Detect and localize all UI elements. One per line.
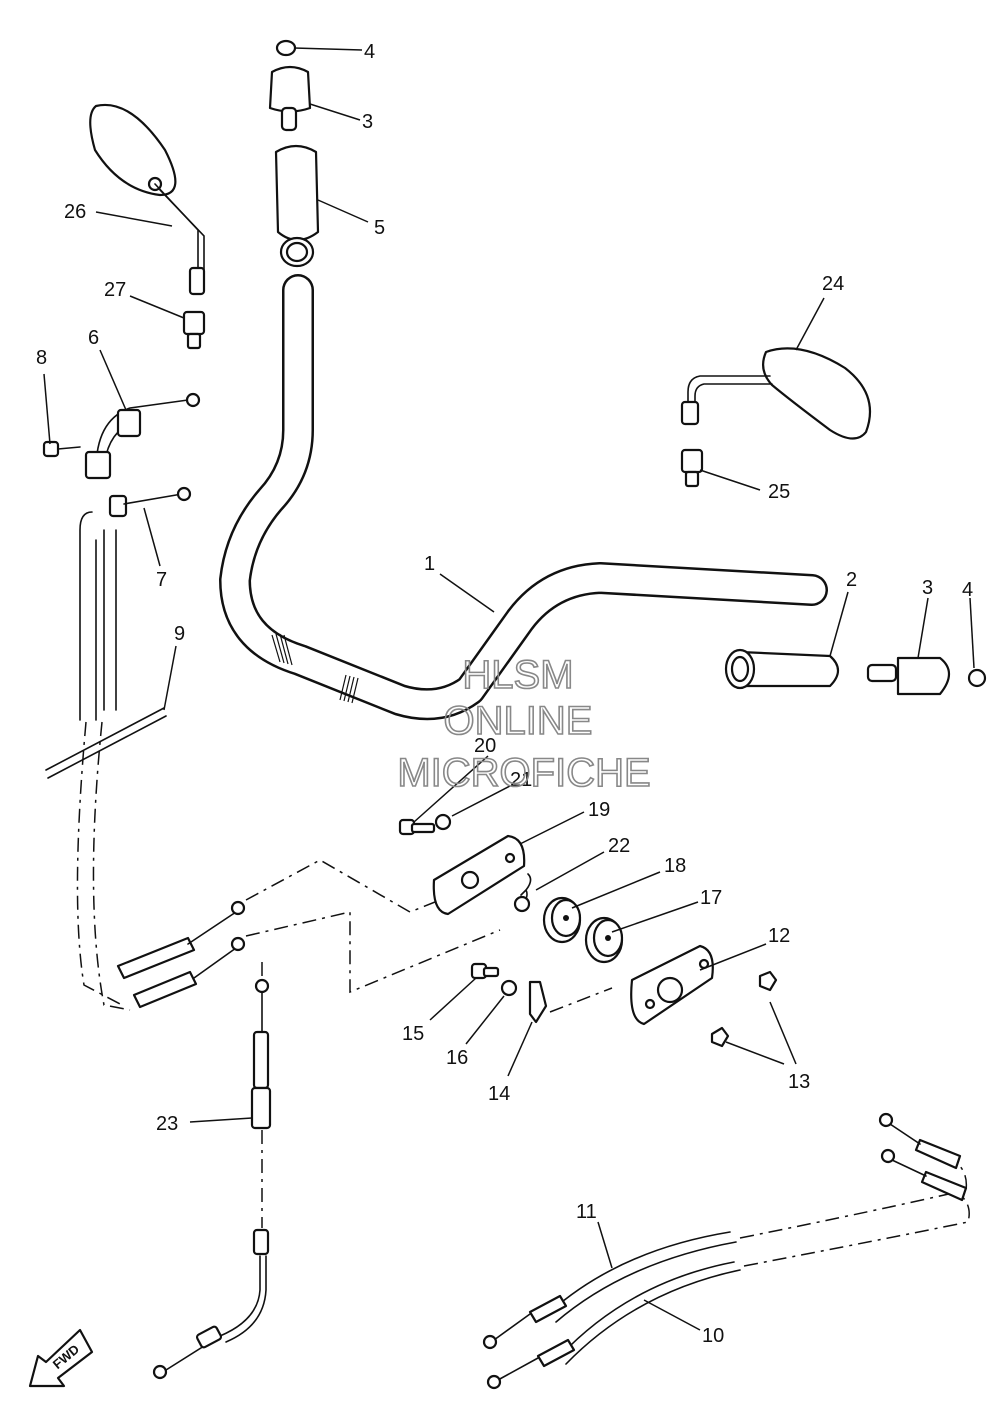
callout-23: 23 <box>156 1113 178 1135</box>
grip-right <box>724 648 840 690</box>
watermark-line1: HLSM <box>462 653 573 697</box>
mirror-right <box>680 347 871 440</box>
watermark: HLSM ONLINE MICROFICHE <box>397 652 652 796</box>
washer-21 <box>434 813 452 831</box>
washer-16 <box>500 979 518 997</box>
callout-19: 19 <box>588 799 610 821</box>
callout-14: 14 <box>488 1083 510 1105</box>
grip-top <box>274 144 320 268</box>
screw-15 <box>470 962 500 980</box>
spring-22 <box>513 873 532 913</box>
switch-housing-upper <box>432 834 526 916</box>
callout-3-right: 3 <box>922 577 933 599</box>
callout-labels: 4 3 5 26 27 6 8 7 9 1 2 3 4 24 25 20 21 … <box>36 41 973 1347</box>
handlebar <box>219 274 828 721</box>
fwd-arrow-icon: FWD <box>28 1328 94 1388</box>
callout-10: 10 <box>702 1325 724 1347</box>
callout-8: 8 <box>36 347 47 369</box>
switch-housing-lower <box>630 944 714 1026</box>
callout-27: 27 <box>104 279 126 301</box>
callout-3: 3 <box>362 111 373 133</box>
mirror-adapter-right <box>680 448 704 488</box>
callout-1: 1 <box>424 553 435 575</box>
mirror-left <box>89 103 206 296</box>
cable-23 <box>152 962 272 1380</box>
dash-link <box>549 987 613 1013</box>
callout-22: 22 <box>608 835 630 857</box>
callout-25: 25 <box>768 481 790 503</box>
callout-7: 7 <box>156 569 167 591</box>
leader-lines <box>43 47 975 1331</box>
callout-17: 17 <box>700 887 722 909</box>
bar-end-weight-right <box>866 656 987 696</box>
callout-15: 15 <box>402 1023 424 1045</box>
pulley-17 <box>584 916 624 964</box>
callout-16: 16 <box>446 1047 468 1069</box>
callout-24: 24 <box>822 273 844 295</box>
screw-20 <box>398 818 436 836</box>
callout-2: 2 <box>846 569 857 591</box>
nuts-13 <box>710 970 778 1048</box>
mirror-adapter-left <box>182 310 206 350</box>
callout-13: 13 <box>788 1071 810 1093</box>
throttle-cable-assembly <box>42 392 201 1011</box>
watermark-line2: ONLINE <box>444 699 593 743</box>
callout-18: 18 <box>664 855 686 877</box>
watermark-line3: MICROFICHE <box>397 751 650 795</box>
callout-21: 21 <box>510 769 532 791</box>
plate-14 <box>528 980 548 1024</box>
pulley-18 <box>542 896 582 944</box>
throttle-cable-ends <box>116 859 501 1009</box>
cables-10-11 <box>482 1112 970 1390</box>
callout-11: 11 <box>576 1201 597 1223</box>
callout-6: 6 <box>88 327 99 349</box>
bar-end-weight-top <box>268 39 312 132</box>
callout-4: 4 <box>364 41 375 63</box>
callout-12: 12 <box>768 925 790 947</box>
callout-5: 5 <box>374 217 385 239</box>
callout-9: 9 <box>174 623 185 645</box>
callout-4-right: 4 <box>962 579 973 601</box>
callout-20: 20 <box>474 735 496 757</box>
callout-26: 26 <box>64 201 86 223</box>
